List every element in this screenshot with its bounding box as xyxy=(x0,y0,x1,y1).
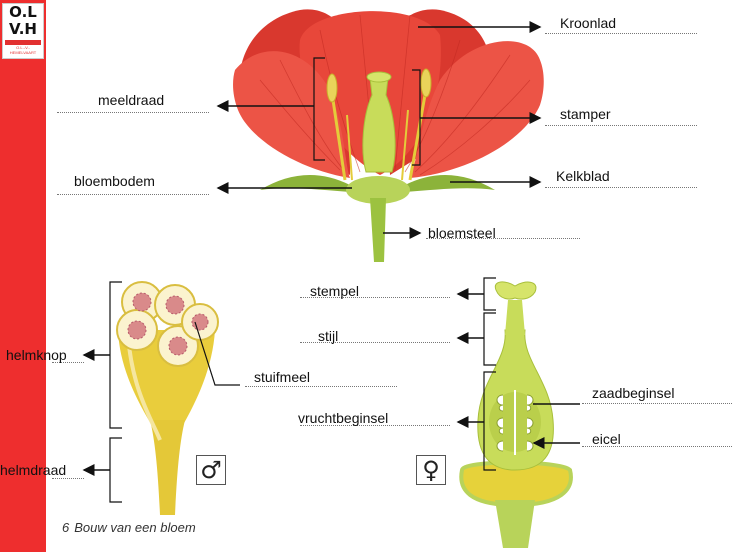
label-helmknop: helmknop xyxy=(6,347,67,363)
stempel-bracket xyxy=(483,277,496,311)
style xyxy=(505,300,525,335)
dotted-line xyxy=(300,342,450,343)
label-stamper: stamper xyxy=(560,106,611,122)
dotted-line xyxy=(426,238,580,239)
dotted-line xyxy=(545,33,697,34)
dotted-line xyxy=(57,112,209,113)
female-symbol-icon: ♀ xyxy=(416,455,446,485)
flower-stem xyxy=(370,198,386,262)
stigma xyxy=(366,71,392,83)
figure-caption: 6 Bouw van een bloem xyxy=(62,520,196,535)
petal-right xyxy=(410,41,544,178)
ovules xyxy=(496,390,534,455)
stijl-bracket xyxy=(483,312,496,366)
stamens xyxy=(326,68,432,181)
label-stempel: stempel xyxy=(310,283,360,299)
label-meeldraad: meeldraad xyxy=(98,92,165,108)
helmknop-bracket xyxy=(109,281,122,429)
stigma-closeup xyxy=(494,281,537,300)
dotted-line xyxy=(300,425,450,426)
stamen-bracket xyxy=(313,57,325,161)
vruchtbeginsel-bracket xyxy=(483,371,496,471)
line-stuifmeel xyxy=(194,321,240,386)
dotted-line xyxy=(582,446,732,447)
pistil xyxy=(362,77,396,173)
caption-text: Bouw van een bloem xyxy=(74,520,196,535)
label-helmdraad: helmdraad xyxy=(0,462,67,478)
label-vruchtbeginsel: vruchtbeginsel xyxy=(298,410,389,426)
logo-bar xyxy=(5,40,41,45)
dotted-line xyxy=(52,362,84,363)
male-symbol-icon: ♂ xyxy=(196,455,226,485)
pollen-sac xyxy=(127,320,147,340)
pollen-sac xyxy=(132,292,152,312)
label-bloemsteel: bloemsteel xyxy=(428,225,496,241)
stamen-closeup xyxy=(116,281,219,515)
anther-top xyxy=(116,281,219,367)
logo-subtitle: O.L.-V.-HEMELVAART xyxy=(9,45,37,55)
pistil-closeup xyxy=(459,281,573,548)
dotted-line xyxy=(545,187,697,188)
pollen-sac xyxy=(191,313,209,331)
flower-illustration xyxy=(233,9,544,262)
label-bloembodem: bloembodem xyxy=(74,173,155,189)
dotted-line xyxy=(300,297,450,298)
sepal-right xyxy=(405,174,495,192)
dotted-line xyxy=(245,386,397,387)
logo-line1: O.L xyxy=(9,3,37,21)
school-logo: O.L V.H O.L.-V.-HEMELVAART xyxy=(2,3,44,59)
caption-number: 6 xyxy=(62,520,70,535)
label-stijl: stijl xyxy=(318,328,339,344)
label-eicel: eicel xyxy=(592,431,621,447)
pollen-sac xyxy=(165,295,185,315)
dotted-line xyxy=(57,194,209,195)
dotted-line xyxy=(545,125,697,126)
red-sidebar: O.L V.H O.L.-V.-HEMELVAART xyxy=(0,0,46,552)
logo-line2: V.H xyxy=(9,20,37,38)
label-zaadbeginsel: zaadbeginsel xyxy=(592,385,675,401)
helmdraad-bracket xyxy=(109,437,122,503)
label-kroonlad: Kroonlad xyxy=(560,15,617,31)
dotted-line xyxy=(52,478,84,479)
label-stuifmeel: stuifmeel xyxy=(254,369,311,385)
receptacle xyxy=(346,176,410,204)
dotted-line xyxy=(582,403,732,404)
sepal-left xyxy=(260,174,350,192)
pollen-sac xyxy=(168,336,188,356)
label-kelkblad: Kelkblad xyxy=(556,168,610,184)
